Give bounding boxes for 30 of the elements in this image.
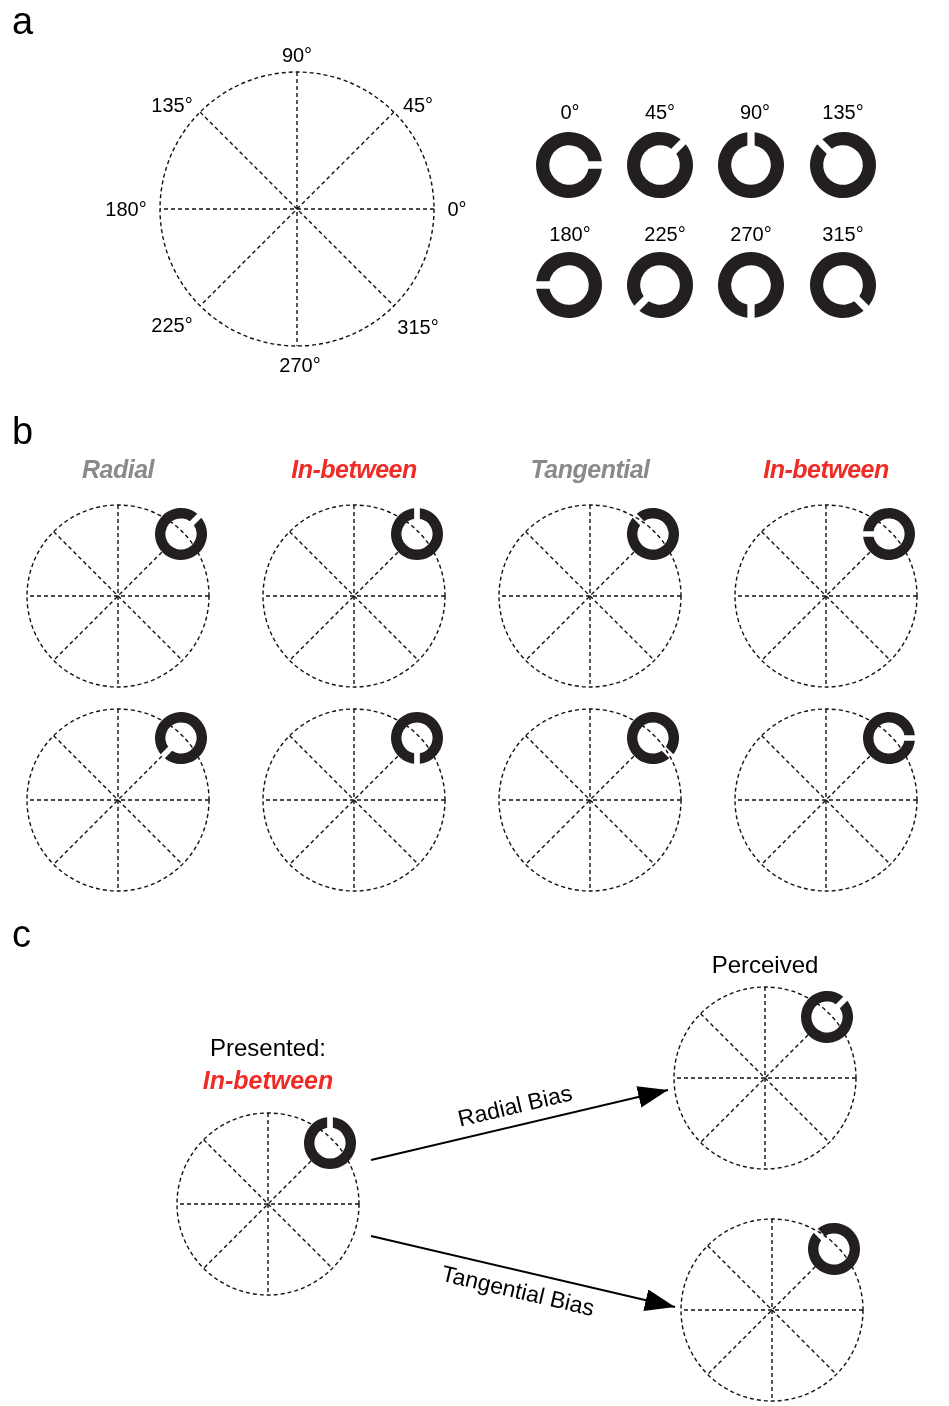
angle-label: 45° [644,100,676,125]
angle-label: 0° [447,197,467,222]
condition-label: In-between [202,1065,334,1096]
dial-heading: Perceived [711,950,819,980]
angle-label: 180° [549,222,591,247]
edge-label: Radial Bias [455,1081,575,1131]
angle-label: 45° [402,93,434,118]
angle-label: 135° [151,93,193,118]
angle-label: 135° [822,100,864,125]
column-heading: In-between [763,454,889,486]
angle-label: 315° [822,222,864,247]
angle-label: 225° [644,222,686,247]
column-heading: In-between [291,454,417,486]
column-heading: Tangential [530,454,650,486]
angle-label: 180° [105,197,147,222]
column-heading: Radial [82,454,154,486]
panel-letter: c [12,915,31,953]
angle-label: 270° [730,222,772,247]
angle-label: 90° [281,43,313,68]
angle-label: 270° [279,353,321,378]
angle-label: 225° [151,313,193,338]
panel-letter: a [12,2,34,40]
arrow [370,1086,669,1161]
angle-label: 0° [560,100,580,125]
dial-heading: Presented: [209,1033,327,1063]
edge-label: Tangential Bias [439,1262,597,1320]
panel-letter: b [12,412,34,450]
angle-label: 90° [739,100,771,125]
arrow [370,1235,676,1311]
angle-label: 315° [397,315,439,340]
